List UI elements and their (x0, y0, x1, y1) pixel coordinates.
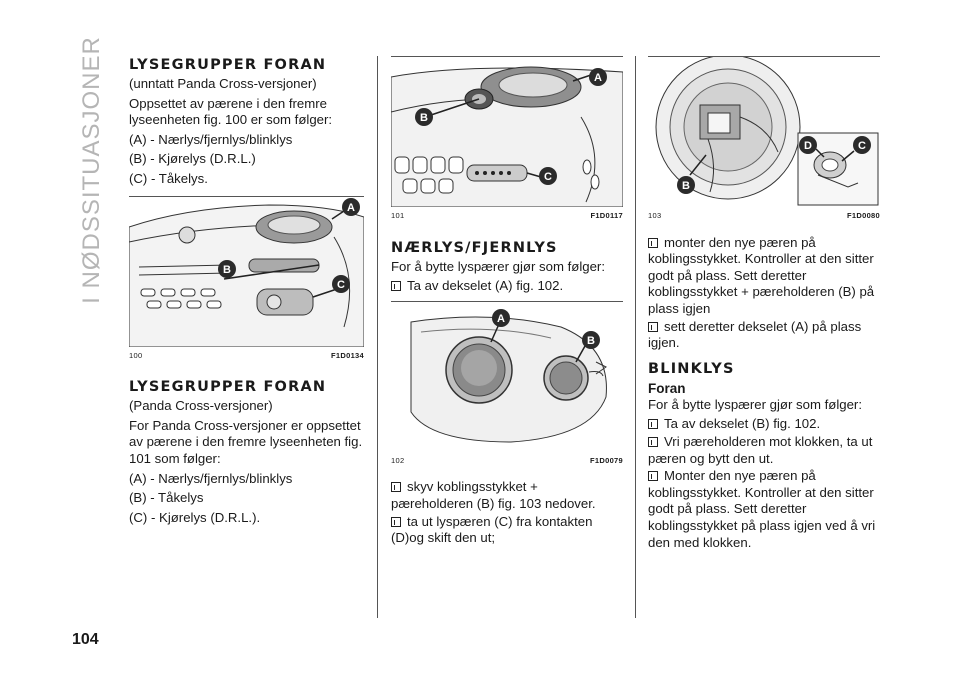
callout-c: C (332, 274, 350, 293)
bullet-text: monter den nye pæren på koblingsstykket.… (648, 234, 875, 316)
svg-text:B: B (223, 264, 231, 276)
callout-c: C (539, 167, 557, 185)
callout-a: A (342, 197, 360, 216)
bullet-item: Ta av dekselet (B) fig. 102. (648, 416, 880, 433)
svg-text:A: A (594, 72, 602, 84)
figure-caption: 100 F1D0134 (129, 348, 364, 365)
callout-b: B (218, 259, 236, 278)
list-item: (B) - Tåkelys (129, 490, 204, 506)
figure-number: 100 (129, 350, 143, 360)
column-divider-1 (377, 56, 378, 618)
bullet-item: sett deretter dekselet (A) på plass igje… (648, 319, 880, 352)
bullet-item: Ta av dekselet (A) fig. 102. (391, 278, 623, 295)
bullet-item: skyv koblingsstykket + pæreholderen (B) … (391, 479, 623, 512)
figure-caption: 103 F1D0080 (648, 208, 880, 225)
bullet-text: ta ut lyspæren (C) fra kontakten (D)og s… (391, 513, 593, 546)
column-3: B D C 103 F1D0080 monter den nye pæren p… (648, 56, 880, 552)
bullet-text: Ta av dekselet (B) fig. 102. (664, 416, 821, 432)
svg-text:B: B (420, 112, 428, 124)
callout-d: D (799, 136, 817, 154)
bullet-text: sett deretter dekselet (A) på plass igje… (648, 318, 862, 351)
page-number: 104 (72, 631, 99, 648)
list-item: (C) - Tåkelys. (129, 170, 208, 186)
section-intro: For å bytte lyspærer gjør som følger: (391, 258, 605, 274)
figure-103: B D C 103 F1D0080 (648, 56, 880, 225)
figure-102: A B 102 F1D0079 (391, 300, 623, 470)
svg-text:B: B (587, 335, 595, 347)
side-section-title: I NØDSSITUASJONER (72, 36, 112, 304)
figure-number: 102 (391, 455, 405, 465)
column-1: LYSEGRUPPER FORAN (unntatt Panda Cross-v… (129, 56, 364, 529)
figure-number: 101 (391, 211, 405, 220)
figure-code: F1D0134 (331, 350, 364, 360)
cross-front-light-illustration: A B C (391, 57, 623, 207)
section-intro: Oppsettet av pærene i den fremre lyseenh… (129, 95, 333, 128)
section-intro: For Panda Cross-versjoner er oppsettet a… (129, 417, 363, 466)
figure-number: 103 (648, 211, 662, 220)
list-item: (C) - Kjørelys (D.R.L.). (129, 509, 261, 525)
figure-code: F1D0080 (847, 211, 880, 220)
bullet-text: Monter den nye pæren på koblingsstykket.… (648, 468, 876, 550)
bullet-text: skyv koblingsstykket + pæreholderen (B) … (391, 479, 596, 511)
svg-text:C: C (337, 279, 345, 291)
svg-text:A: A (347, 202, 355, 214)
bullet-item: Vri pæreholderen mot klokken, ta ut pære… (648, 434, 880, 467)
callout-a: A (589, 68, 607, 86)
section-heading: LYSEGRUPPER FORAN (129, 57, 327, 73)
bullet-text: Vri pæreholderen mot klokken, ta ut pære… (648, 433, 873, 466)
list-item: (A) - Nærlys/fjernlys/blinklys (129, 131, 293, 147)
list-item: (B) - Kjørelys (D.R.L.) (129, 151, 256, 167)
bullet-box-icon (648, 471, 658, 482)
front-light-illustration: A B C (129, 196, 364, 347)
bullet-box-icon (391, 482, 401, 493)
headlamp-rear-illustration: A B (391, 301, 623, 452)
bullet-box-icon (391, 516, 401, 527)
bullet-box-icon (648, 436, 658, 447)
svg-text:A: A (497, 313, 505, 325)
bullet-text: Ta av dekselet (A) fig. 102. (407, 278, 564, 294)
svg-text:C: C (544, 171, 552, 183)
bullet-box-icon (648, 237, 658, 248)
figure-caption: 102 F1D0079 (391, 453, 623, 470)
callout-b: B (677, 176, 695, 194)
svg-text:C: C (858, 140, 866, 152)
bullet-box-icon (648, 321, 658, 332)
side-title-text: I NØDSSITUASJONER (78, 36, 105, 304)
section-heading: NÆRLYS/FJERNLYS (391, 239, 558, 256)
callout-b: B (582, 330, 600, 349)
callout-a: A (492, 308, 510, 327)
section-heading: BLINKLYS (648, 360, 735, 377)
section-subtitle: (Panda Cross-versjoner) (129, 398, 273, 414)
svg-text:D: D (804, 140, 812, 152)
bullet-item: monter den nye pæren på koblingsstykket.… (648, 235, 880, 318)
column-divider-2 (635, 56, 636, 618)
section-intro: For å bytte lyspærer gjør som følger: (648, 396, 862, 412)
section-subheading: Foran (648, 380, 686, 396)
bullet-box-icon (648, 419, 658, 430)
callout-c: C (853, 136, 871, 154)
bullet-box-icon (391, 281, 401, 292)
bulb-holder-illustration: B D C (648, 57, 880, 207)
figure-100: A B C 100 F1D0134 (129, 195, 364, 365)
figure-caption: 101 F1D0117 (391, 208, 623, 225)
callout-b: B (415, 108, 433, 126)
section-subtitle: (unntatt Panda Cross-versjoner) (129, 76, 317, 91)
svg-text:B: B (682, 180, 690, 192)
figure-code: F1D0117 (590, 211, 623, 220)
column-2: A B C 101 F1D0117 NÆRLYS/FJERNLYS For å … (391, 56, 623, 548)
bullet-item: ta ut lyspæren (C) fra kontakten (D)og s… (391, 514, 623, 547)
bullet-item: Monter den nye pæren på koblingsstykket.… (648, 468, 880, 551)
section-heading: LYSEGRUPPER FORAN (129, 379, 327, 396)
figure-code: F1D0079 (590, 455, 623, 465)
figure-101: A B C 101 F1D0117 (391, 56, 623, 225)
list-item: (A) - Nærlys/fjernlys/blinklys (129, 470, 293, 486)
